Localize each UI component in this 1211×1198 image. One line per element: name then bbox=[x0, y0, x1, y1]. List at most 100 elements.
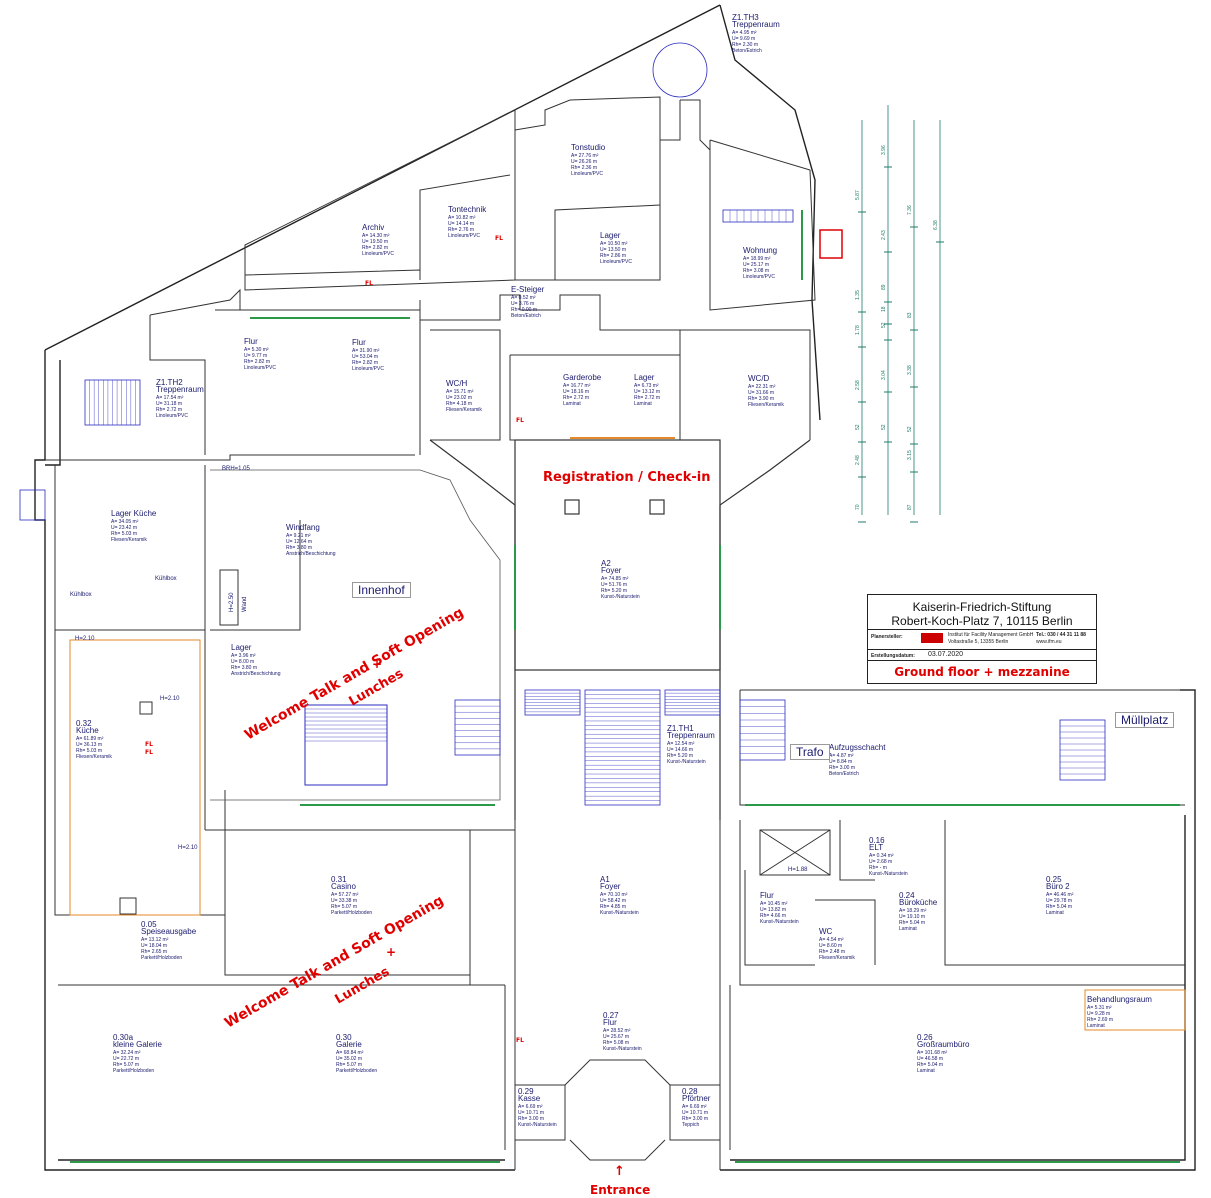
date-value: 03.07.2020 bbox=[928, 651, 964, 658]
room-name: 0.25 bbox=[1046, 875, 1062, 884]
room-data: Beton/Estrich bbox=[829, 771, 859, 777]
room-name: Lager bbox=[600, 231, 621, 240]
room-data: Rh= 2.36 m bbox=[571, 165, 597, 171]
planer-street: Voltastraße 5, 13355 Berlin bbox=[948, 639, 1009, 645]
room-data: A= 18.99 m² bbox=[743, 256, 771, 262]
dimension-label: 89 bbox=[881, 284, 887, 290]
room-name: kleine Galerie bbox=[113, 1040, 162, 1049]
room-data: U= 22.72 m bbox=[113, 1056, 139, 1062]
room-data: Rh= 4.18 m bbox=[446, 401, 472, 407]
room-data: A= 18.29 m² bbox=[899, 908, 927, 914]
room-data: Parkett/Holzboden bbox=[113, 1068, 154, 1074]
room-data: A= 10.82 m² bbox=[448, 215, 476, 221]
room-data: Rh= 4.85 m bbox=[600, 904, 626, 910]
fl-mark: FL bbox=[516, 1037, 524, 1044]
room-data: U= 25.67 m bbox=[603, 1034, 629, 1040]
room-name: 0.31 bbox=[331, 875, 347, 884]
room-name: Aufzugsschacht bbox=[829, 743, 886, 752]
room-name: Speiseausgabe bbox=[141, 927, 197, 936]
room-label-wc2: WCA= 4.54 m²U= 8.60 mRh= 2.48 mFliesen/K… bbox=[819, 927, 855, 961]
room-name: WC/D bbox=[748, 374, 770, 383]
planer-company: Institut für Facility Management GmbH bbox=[948, 632, 1034, 638]
dimension-label: 52 bbox=[907, 426, 913, 432]
room-data: Rh= 5.07 m bbox=[336, 1062, 362, 1068]
stairs bbox=[19, 42, 1106, 806]
room-data: U= 46.58 m bbox=[917, 1056, 943, 1062]
room-data: Rh= 3.00 m bbox=[682, 1116, 708, 1122]
entrance-arrow: ↑ bbox=[614, 1164, 625, 1179]
entrance-label: Entrance bbox=[590, 1183, 650, 1197]
room-name: A1 bbox=[600, 875, 610, 884]
room-data: U= 13.82 m bbox=[760, 907, 786, 913]
room-data: A= 5.31 m² bbox=[1087, 1005, 1112, 1011]
room-data: A= 28.52 m² bbox=[603, 1028, 631, 1034]
room-data: U= 2.68 m bbox=[869, 859, 892, 865]
room-data: Anstrich/Beschichtung bbox=[231, 671, 281, 677]
room-data: U= 10.71 m bbox=[518, 1110, 544, 1116]
dimension-label: 7.36 bbox=[907, 205, 913, 215]
room-data: Kunst-/Naturstein bbox=[601, 594, 640, 600]
room-data: Parkett/Holzboden bbox=[141, 955, 182, 961]
brh-mark: BRH=1.05 bbox=[222, 466, 251, 472]
room-data: Linoleum/PVC bbox=[448, 233, 480, 239]
west-wing-walls bbox=[54, 465, 515, 986]
muellplatz-label: Müllplatz bbox=[1115, 712, 1175, 728]
room-data: Rh= 3.80 m bbox=[231, 665, 257, 671]
room-data: A= 31.90 m² bbox=[352, 348, 380, 354]
registration-label: Registration / Check-in bbox=[543, 470, 710, 485]
room-data: U= 25.17 m bbox=[743, 262, 769, 268]
room-name: Flur bbox=[244, 337, 258, 346]
dimension-label: 3.15 bbox=[907, 450, 913, 460]
room-data: A= 61.89 m² bbox=[76, 736, 104, 742]
room-data: U= 9.28 m bbox=[1087, 1011, 1110, 1017]
room-data: A= 12.54 m² bbox=[667, 741, 695, 747]
room-data: Beton/Estrich bbox=[732, 48, 762, 54]
dimension-label: 70 bbox=[855, 504, 861, 510]
room-data: Kunst-/Naturstein bbox=[518, 1122, 557, 1128]
dimension-label: 2.58 bbox=[855, 380, 861, 390]
room-name: 0.27 bbox=[603, 1011, 619, 1020]
room-data: Linoleum/PVC bbox=[244, 365, 276, 371]
kuhlbox-label: Kühlbox bbox=[155, 576, 177, 582]
room-data: U= 9.69 m bbox=[732, 36, 755, 42]
planer-tel: Tel.: 030 / 44 31 11 88 bbox=[1036, 632, 1086, 638]
room-name: Lager Küche bbox=[111, 509, 157, 518]
room-data: U= 23.02 m bbox=[446, 395, 472, 401]
fl-mark: FL bbox=[495, 235, 503, 242]
innenhof-area bbox=[210, 469, 501, 801]
dimension-label: 52 bbox=[855, 424, 861, 430]
room-name: 0.28 bbox=[682, 1087, 698, 1096]
room-data: Laminat bbox=[1046, 910, 1064, 916]
room-data: Linoleum/PVC bbox=[362, 251, 394, 257]
title-org: Kaiserin-Friedrich-Stiftung bbox=[912, 600, 1052, 614]
dimension-label: 3.38 bbox=[907, 365, 913, 375]
room-name: Tontechnik bbox=[448, 205, 487, 214]
room-data: A= 46.46 m² bbox=[1046, 892, 1074, 898]
room-name: 0.24 bbox=[899, 891, 915, 900]
room-data: A= 22.31 m² bbox=[748, 384, 776, 390]
room-data: U= 10.71 m bbox=[682, 1110, 708, 1116]
room-data: A= 0.34 m² bbox=[869, 853, 894, 859]
dimension-lines bbox=[861, 105, 941, 515]
room-name: Flur bbox=[760, 891, 774, 900]
foyer-a2-walls bbox=[429, 439, 811, 820]
room-data: Rh= 2.65 m bbox=[141, 949, 167, 955]
height-mark: H=2.10 bbox=[178, 845, 198, 851]
